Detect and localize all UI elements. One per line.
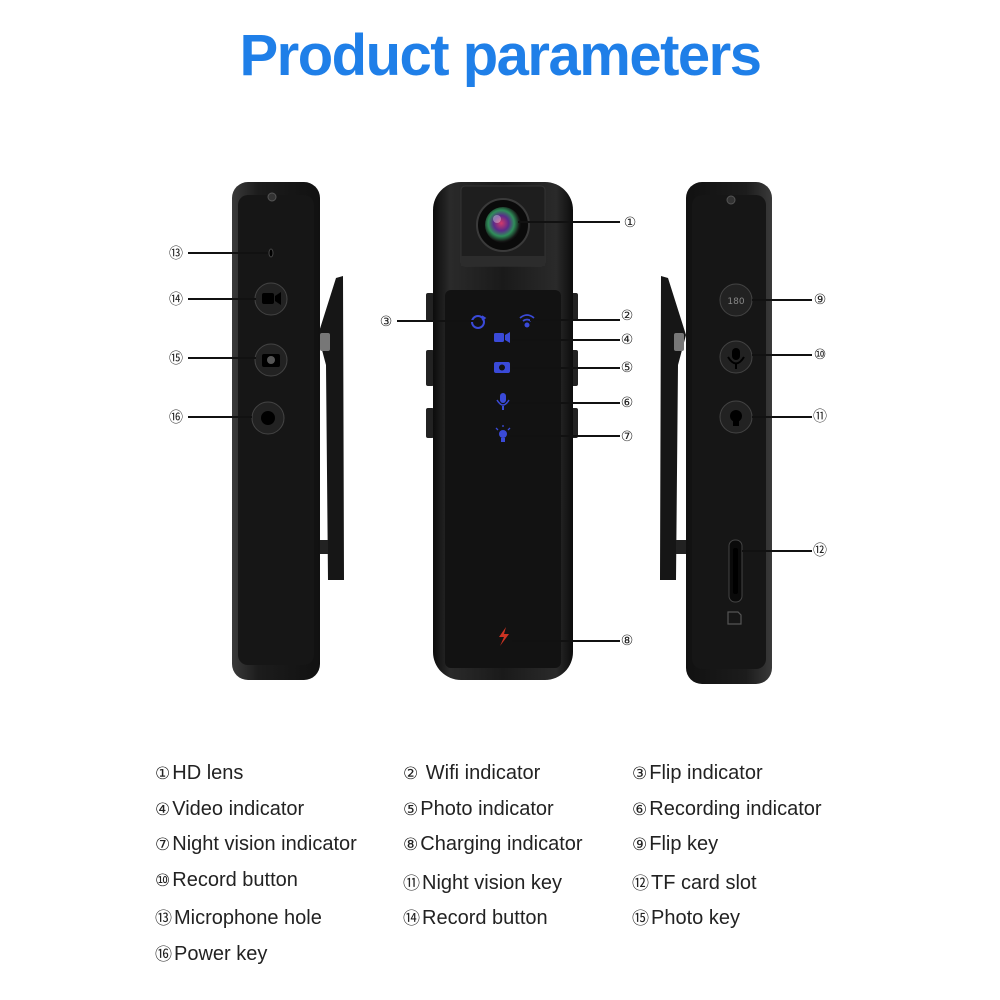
- left-clip-pin: [320, 333, 330, 351]
- legend-item-number: ⑭: [403, 909, 420, 929]
- center-device: [426, 182, 578, 680]
- callout-lines: [188, 221, 812, 642]
- left-top-screw: [267, 192, 277, 202]
- legend-item-number: ⑮: [632, 909, 649, 929]
- callout-number-night-vision-key: ⑪: [813, 409, 827, 425]
- recording-indicator: [496, 393, 510, 410]
- microphone-hole-mark: [268, 248, 274, 258]
- callout-number-photo-key: ⑮: [169, 351, 183, 367]
- video-indicator: [494, 332, 510, 343]
- callout-number-wifi-indicator: ②: [621, 308, 634, 324]
- callout-number-video-indicator: ④: [621, 332, 634, 348]
- wifi-indicator: [519, 314, 535, 328]
- legend-item: ② Wifi indicator: [403, 762, 540, 785]
- legend-item-number: ⑯: [155, 944, 172, 965]
- right-clip-pin: [674, 333, 684, 351]
- legend-item-label: Recording indicator: [649, 797, 822, 820]
- right-clip: [660, 276, 686, 580]
- legend-item-number: ⑩: [155, 870, 171, 891]
- legend-item-number: ⑫: [632, 873, 649, 894]
- legend-item-label: Photo indicator: [420, 797, 554, 820]
- hd-lens: [476, 198, 530, 252]
- legend-item-number: ⑨: [632, 835, 648, 855]
- callout-number-charging-indicator: ⑧: [621, 633, 634, 649]
- night-vision-key[interactable]: [719, 400, 753, 434]
- legend-item-label: TF card slot: [651, 871, 757, 894]
- legend-item-number: ⑤: [403, 799, 419, 820]
- photo-indicator: [494, 362, 510, 373]
- callout-number-tf-card-slot: ⑫: [813, 543, 827, 559]
- legend-item-number: ⑪: [403, 873, 420, 894]
- legend-item-number: ①: [155, 764, 171, 784]
- legend-item-label: Flip indicator: [649, 762, 763, 784]
- right-device: 180: [660, 182, 772, 684]
- legend-item-number: ④: [155, 799, 171, 820]
- legend-item-label: HD lens: [172, 762, 244, 784]
- legend-item-label: Wifi indicator: [420, 762, 541, 784]
- photo-key[interactable]: [254, 343, 288, 377]
- left-clip: [318, 276, 344, 580]
- left-device: [232, 182, 344, 680]
- legend-item-label: Record button: [422, 907, 548, 929]
- flip-key-label: 180: [727, 297, 744, 307]
- record-button[interactable]: [719, 340, 753, 374]
- callout-number-record-button: ⑩: [814, 347, 827, 363]
- legend-item-number: ⑦: [155, 835, 171, 855]
- legend-item-number: ②: [403, 764, 419, 784]
- callout-labels: ① ② ③ ④ ⑤ ⑥ ⑦ ⑧ ⑨ ⑩ ⑪ ⑫ ⑬ ⑭ ⑮ ⑯: [169, 215, 827, 649]
- callout-number-flip-indicator: ③: [380, 314, 393, 330]
- page-title: Product parameters: [239, 23, 762, 88]
- callout-number-night-vision-indicator: ⑦: [621, 429, 634, 445]
- record-button-left[interactable]: [254, 282, 288, 316]
- power-key[interactable]: [251, 401, 285, 435]
- callout-number-recording-indicator: ⑥: [621, 395, 634, 411]
- legend-item-number: ⑥: [632, 799, 648, 820]
- flip-key[interactable]: 180: [719, 283, 753, 317]
- callout-number-hd-lens: ①: [624, 215, 637, 231]
- callout-number-record-button-left: ⑭: [169, 292, 183, 308]
- legend-item-label: Record button: [172, 868, 298, 891]
- night-vision-indicator: [495, 425, 511, 442]
- legend-item-label: Charging indicator: [420, 833, 583, 855]
- legend-item-label: Night vision key: [422, 871, 563, 894]
- product-diagram: 180 ① ② ③ ④ ⑤ ⑥ ⑦ ⑧ ⑨ ⑩ ⑪ ⑫ ⑬ ⑭ ⑮ ⑯: [169, 182, 827, 684]
- callout-number-flip-key: ⑨: [814, 292, 827, 308]
- callout-number-microphone-hole: ⑬: [169, 246, 183, 262]
- legend-item-label: Microphone hole: [174, 907, 322, 929]
- legend-item-label: Power key: [174, 942, 268, 965]
- callout-number-power-key: ⑯: [169, 410, 183, 426]
- charging-indicator: [499, 627, 509, 646]
- legend-item-number: ③: [632, 764, 648, 784]
- tf-card-icon: [727, 611, 742, 625]
- legend-item-label: Video indicator: [172, 797, 305, 820]
- legend-item-label: Night vision indicator: [172, 833, 357, 855]
- legend-item-number: ⑬: [155, 909, 172, 929]
- legend-item-number: ⑧: [403, 835, 419, 855]
- legend-item-label: Photo key: [651, 907, 740, 929]
- legend-item-label: Flip key: [649, 833, 719, 855]
- tf-card-slot[interactable]: [728, 539, 743, 603]
- callout-number-photo-indicator: ⑤: [621, 360, 634, 376]
- right-top-screw: [726, 195, 736, 205]
